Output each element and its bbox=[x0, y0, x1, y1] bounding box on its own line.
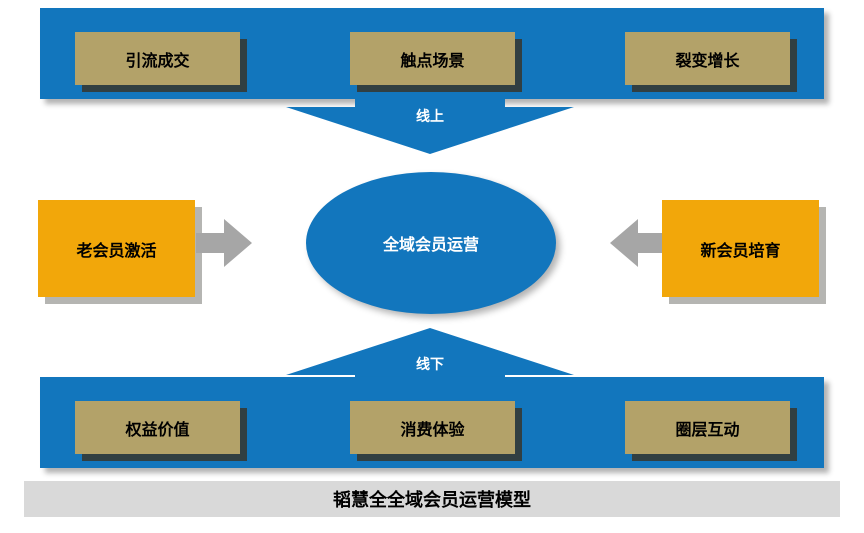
left-pointing-arrow-icon bbox=[610, 219, 666, 267]
offline-up-arrow-shape bbox=[286, 328, 574, 386]
bottom-box-rights-label: 权益价值 bbox=[125, 421, 190, 439]
left-pointing-arrow-shape bbox=[610, 219, 666, 267]
online-channel-bar: 引流成交 触点场景 裂变增长 bbox=[40, 8, 824, 99]
online-down-arrow-shape bbox=[286, 98, 574, 154]
old-member-box: 老会员激活 bbox=[38, 200, 195, 297]
top-box-fission-label: 裂变增长 bbox=[675, 52, 740, 70]
right-pointing-arrow-icon bbox=[196, 219, 252, 267]
top-box-touchpoint-label: 触点场景 bbox=[400, 52, 465, 70]
bottom-box-community: 圈层互动 bbox=[625, 401, 790, 454]
offline-up-arrow bbox=[286, 328, 574, 386]
diagram-title: 韬慧全全域会员运营模型 bbox=[333, 490, 531, 510]
top-box-touchpoint: 触点场景 bbox=[350, 32, 515, 85]
top-box-fission: 裂变增长 bbox=[625, 32, 790, 85]
offline-arrow-label: 线下 bbox=[416, 356, 444, 372]
bottom-box-experience: 消费体验 bbox=[350, 401, 515, 454]
center-ellipse-label: 全域会员运营 bbox=[382, 237, 479, 254]
center-ellipse: 全域会员运营 bbox=[306, 172, 556, 314]
old-member-box-label: 老会员激活 bbox=[76, 242, 157, 260]
bottom-box-experience-label: 消费体验 bbox=[400, 421, 465, 439]
bottom-box-community-label: 圈层互动 bbox=[675, 421, 740, 439]
new-member-box-label: 新会员培育 bbox=[700, 242, 781, 260]
top-box-traffic: 引流成交 bbox=[75, 32, 240, 85]
top-box-traffic-label: 引流成交 bbox=[125, 52, 190, 70]
new-member-box: 新会员培育 bbox=[662, 200, 819, 297]
bottom-box-rights: 权益价值 bbox=[75, 401, 240, 454]
footer-title-bar: 韬慧全全域会员运营模型 bbox=[24, 481, 840, 517]
offline-channel-bar: 权益价值 消费体验 圈层互动 bbox=[40, 377, 824, 468]
online-down-arrow bbox=[286, 98, 574, 154]
online-arrow-label: 线上 bbox=[416, 108, 444, 124]
right-pointing-arrow-shape bbox=[196, 219, 252, 267]
